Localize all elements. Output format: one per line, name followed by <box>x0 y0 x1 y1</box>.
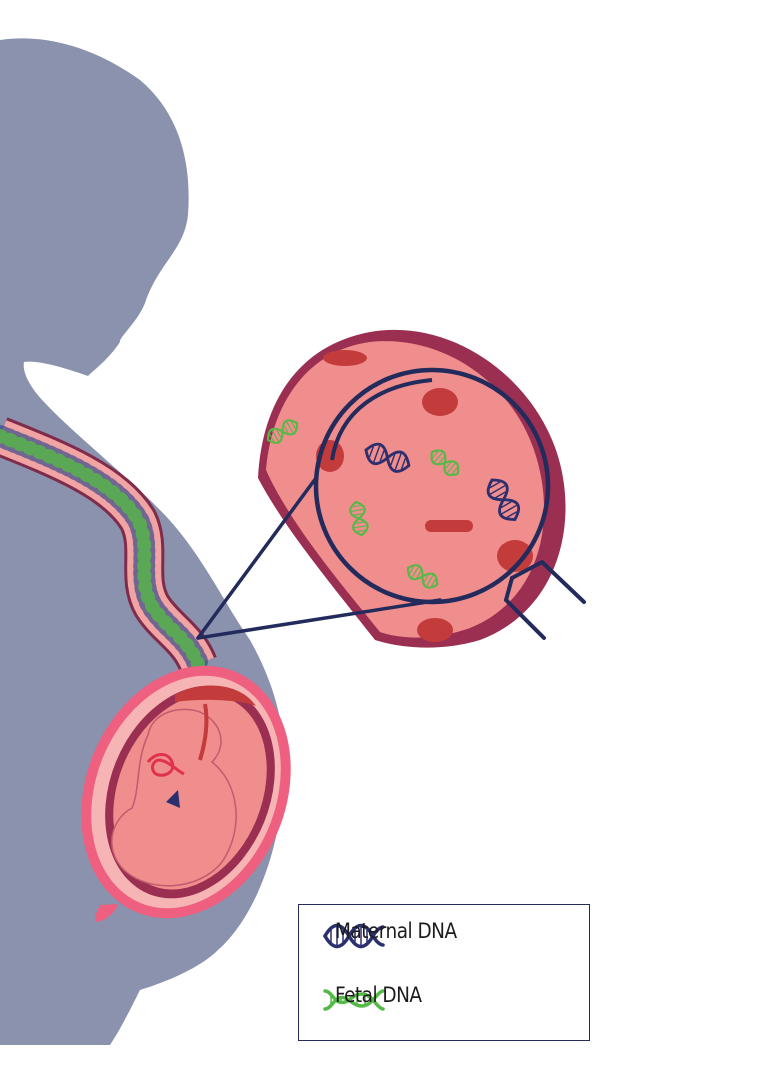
magnifying-glass-icon <box>196 367 586 640</box>
placenta <box>175 685 256 706</box>
fetus <box>111 703 237 887</box>
legend-item-maternal: Maternal DNA <box>321 919 473 949</box>
blood-sample <box>258 329 566 648</box>
legend-item-fetal: Fetal DNA <box>321 983 433 1011</box>
legend: Maternal DNA Fetal DNA <box>298 904 590 1041</box>
fetal-dna-helix-icon <box>323 989 385 1011</box>
legend-label-fetal: Fetal DNA <box>335 983 422 1007</box>
maternal-dna-helix-icon <box>323 923 385 949</box>
legend-label-maternal: Maternal DNA <box>335 919 457 943</box>
